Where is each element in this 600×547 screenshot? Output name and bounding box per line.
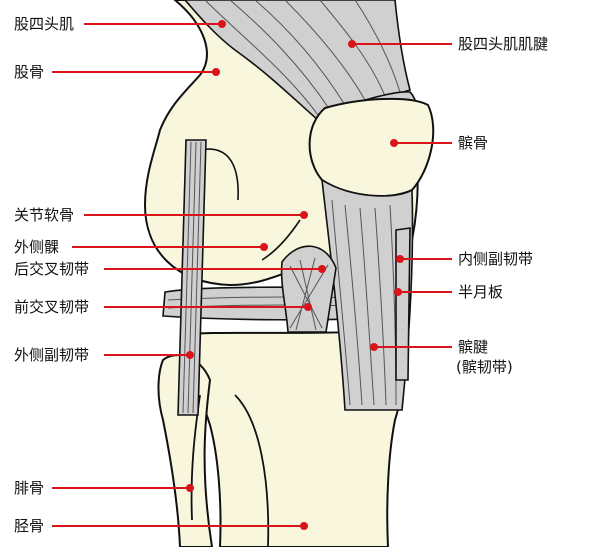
label-posterior-cruciate: 后交叉韧带 — [14, 260, 89, 278]
label-articular-cartilage: 关节软骨 — [14, 206, 74, 224]
label-meniscus: 半月板 — [458, 283, 503, 301]
leader-lines-left — [52, 20, 326, 530]
cruciate-ligaments-shape — [280, 245, 337, 333]
medial-collateral-shape — [395, 227, 411, 381]
leader-lines-right — [348, 40, 452, 351]
label-lateral-condyle: 外侧髁 — [14, 238, 59, 256]
label-patellar-ligament: (髌韧带) — [456, 358, 513, 376]
label-anterior-cruciate: 前交叉韧带 — [14, 298, 89, 316]
label-medial-collateral: 内侧副韧带 — [458, 250, 533, 268]
label-fibula: 腓骨 — [14, 479, 44, 497]
label-patella: 髌骨 — [458, 134, 488, 152]
label-quadriceps-tendon: 股四头肌肌腱 — [458, 35, 548, 53]
label-lateral-collateral: 外侧副韧带 — [14, 346, 89, 364]
label-patellar-tendon: 髌腱 — [458, 338, 488, 356]
label-femur: 股骨 — [14, 63, 44, 81]
label-quadriceps: 股四头肌 — [14, 15, 74, 33]
patella-shape — [308, 97, 435, 197]
label-tibia: 胫骨 — [14, 517, 44, 535]
